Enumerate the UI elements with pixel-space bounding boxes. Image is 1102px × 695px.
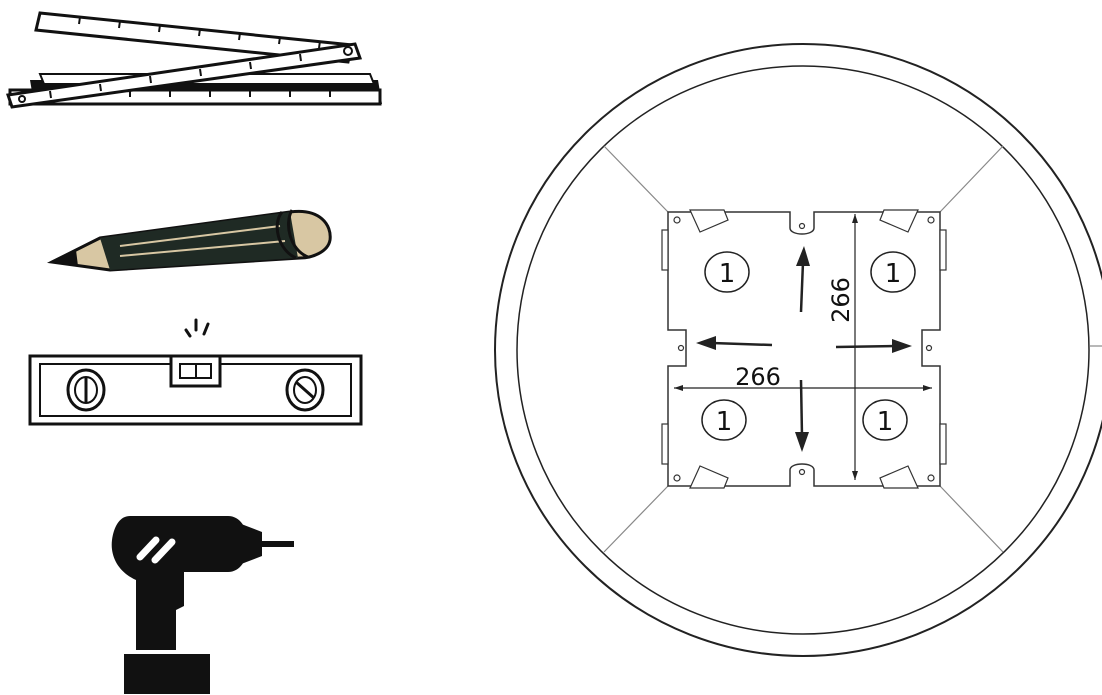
callout-top-right: 1 — [870, 251, 916, 293]
svg-text:1: 1 — [885, 259, 902, 289]
callout-bottom-right: 1 — [862, 399, 908, 441]
height-dimension-label: 266 — [827, 277, 855, 323]
svg-text:1: 1 — [719, 259, 736, 289]
drill-icon — [111, 516, 294, 694]
callout-bottom-left: 1 — [701, 399, 747, 441]
dimension-lines — [674, 214, 932, 480]
svg-text:1: 1 — [877, 407, 894, 437]
spirit-level-icon — [28, 318, 363, 426]
arrows — [696, 246, 912, 452]
callout-top-left: 1 — [704, 251, 750, 293]
width-dimension-label: 266 — [735, 363, 781, 391]
svg-text:1: 1 — [716, 407, 733, 437]
folding-ruler-icon — [6, 11, 382, 109]
pencil-icon — [46, 209, 332, 272]
ring-spokes — [603, 145, 1102, 553]
fixture-ring — [494, 43, 1102, 657]
